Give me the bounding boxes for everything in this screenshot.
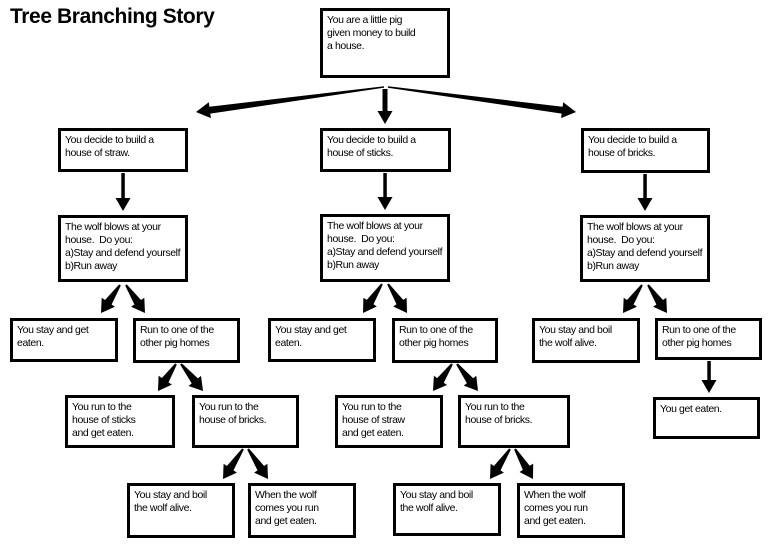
arrow-wolf_straw-to-straw_stay <box>101 284 121 313</box>
node-sticks-bricks-run: When the wolf comes you run and get eate… <box>517 483 625 538</box>
node-sticks-stay: You stay and get eaten. <box>268 318 376 362</box>
arrow-straw_run-to-straw_to_bricks <box>180 363 203 391</box>
node-bricks-run: Run to one of the other pig homes <box>655 318 762 360</box>
node-wolf-bricks: The wolf blows at your house. Do you: a)… <box>580 215 710 282</box>
node-straw-bricks-run: When the wolf comes you run and get eate… <box>248 483 356 538</box>
node-bricks-eaten: You get eaten. <box>653 397 760 439</box>
node-root: You are a little pig given money to buil… <box>320 8 450 78</box>
arrow-wolf_straw-to-straw_run <box>125 284 145 313</box>
node-sticks: You decide to build a house of sticks. <box>320 128 451 172</box>
arrow-straw_to_bricks-to-straw_bricks_run <box>247 448 268 479</box>
diagram-title: Tree Branching Story <box>10 5 215 28</box>
arrow-straw_to_bricks-to-straw_bricks_boil <box>223 448 244 479</box>
arrow-wolf_sticks-to-sticks_run <box>387 283 407 313</box>
node-sticks-to-bricks: You run to the house of bricks. <box>458 395 570 448</box>
arrow-root-to-sticks <box>377 89 393 124</box>
node-straw-run: Run to one of the other pig homes <box>133 318 240 363</box>
arrow-wolf_bricks-to-bricks_run <box>647 284 667 313</box>
arrow-sticks_to_bricks-to-sticks_bricks_run <box>514 448 534 479</box>
arrow-bricks-to-wolf_bricks <box>637 174 653 211</box>
node-sticks-bricks-boil: You stay and boil the wolf alive. <box>393 483 501 536</box>
arrow-sticks-to-wolf_sticks <box>377 173 393 210</box>
node-straw-to-sticks: You run to the house of sticks and get e… <box>65 395 175 448</box>
node-wolf-sticks: The wolf blows at your house. Do you: a)… <box>320 214 450 282</box>
node-bricks-stay: You stay and boil the wolf alive. <box>532 318 640 363</box>
node-wolf-straw: The wolf blows at your house. Do you: a)… <box>58 215 188 282</box>
arrow-wolf_bricks-to-bricks_stay <box>623 284 643 313</box>
arrow-sticks_run-to-sticks_to_straw <box>433 363 453 391</box>
arrow-straw-to-wolf_straw <box>115 173 131 211</box>
node-straw-to-bricks: You run to the house of bricks. <box>192 395 299 448</box>
arrow-root-to-straw <box>196 86 385 119</box>
node-straw-stay: You stay and get eaten. <box>10 318 118 362</box>
node-straw: You decide to build a house of straw. <box>58 128 188 172</box>
arrow-sticks_run-to-sticks_to_bricks <box>456 363 478 391</box>
node-sticks-to-straw: You run to the house of straw and get ea… <box>335 395 443 448</box>
node-sticks-run: Run to one of the other pig homes <box>392 318 498 363</box>
arrow-bricks_run-to-bricks_eaten <box>701 361 717 393</box>
arrow-straw_run-to-straw_to_sticks <box>158 363 177 391</box>
node-straw-bricks-boil: You stay and boil the wolf alive. <box>127 483 235 538</box>
arrow-sticks_to_bricks-to-sticks_bricks_boil <box>490 448 511 479</box>
node-bricks: You decide to build a house of bricks. <box>581 128 710 173</box>
arrow-wolf_sticks-to-sticks_stay <box>363 283 383 313</box>
arrow-root-to-bricks <box>387 86 576 119</box>
